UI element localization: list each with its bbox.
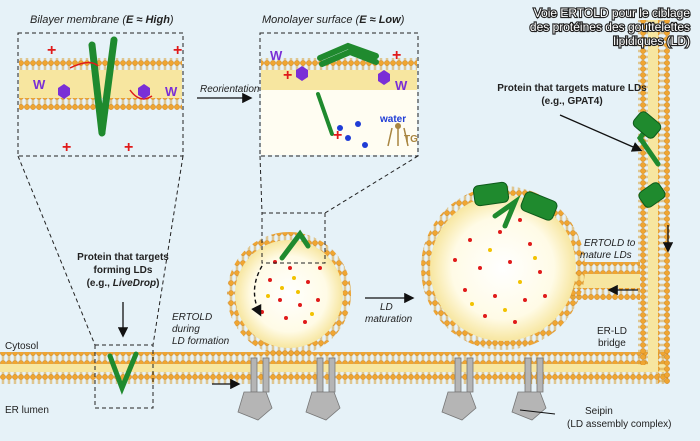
monolayer-inset xyxy=(261,42,417,155)
monolayer-title: Monolayer surface (E ≈ Low) xyxy=(262,14,405,26)
w-label-left: W xyxy=(33,77,46,92)
arrows xyxy=(117,92,674,390)
mature-protein-caption: Protein that targets mature LDs (e.g., G… xyxy=(497,83,647,107)
w-label-right: W xyxy=(165,84,178,99)
svg-text:Protein that targets: Protein that targets xyxy=(77,252,169,263)
svg-text:mature LDs: mature LDs xyxy=(580,250,632,261)
tg-label: TG xyxy=(404,134,418,145)
ertold-to-label: ERTOLD to mature LDs xyxy=(580,238,636,261)
svg-text:(LD assembly complex): (LD assembly complex) xyxy=(567,419,671,430)
seipin-complexes xyxy=(237,357,547,421)
svg-text:forming LDs: forming LDs xyxy=(94,265,153,276)
svg-text:during: during xyxy=(172,324,200,335)
svg-text:+: + xyxy=(173,42,182,59)
er-ld-bridge-label: ER-LD bridge xyxy=(597,326,627,349)
svg-text:LD formation: LD formation xyxy=(172,336,230,347)
svg-text:Voie ERTOLD pour le ciblage: Voie ERTOLD pour le ciblage xyxy=(534,6,691,20)
svg-text:Protein that targets mature LD: Protein that targets mature LDs xyxy=(497,83,647,94)
protein-in-er-membrane xyxy=(107,351,139,395)
zoom-boxes xyxy=(17,32,419,409)
forming-lipid-droplet xyxy=(227,232,351,356)
svg-text:+: + xyxy=(333,127,342,144)
svg-text:+: + xyxy=(392,47,401,64)
svg-text:ERTOLD to: ERTOLD to xyxy=(584,238,636,249)
title-overlay: Voie ERTOLD pour le ciblage des protéine… xyxy=(529,5,692,49)
svg-text:ER-LD: ER-LD xyxy=(597,326,627,337)
w-label-mono-right: W xyxy=(395,78,408,93)
protein-on-mature-ld xyxy=(492,195,521,229)
svg-text:+: + xyxy=(124,139,133,156)
forming-protein-caption: Protein that targets forming LDs (e.g., … xyxy=(77,252,169,289)
seipin-label: Seipin (LD assembly complex) xyxy=(519,406,671,430)
w-label-mono-left: W xyxy=(270,48,283,63)
svg-text:bridge: bridge xyxy=(598,338,626,349)
svg-text:des protéines des gouttelettes: des protéines des gouttelettes xyxy=(530,20,690,34)
svg-text:+: + xyxy=(62,139,71,156)
svg-text:(e.g., GPAT4): (e.g., GPAT4) xyxy=(541,96,602,107)
svg-text:maturation: maturation xyxy=(365,314,413,325)
svg-text:(e.g., LiveDrop): (e.g., LiveDrop) xyxy=(87,278,160,289)
cytosol-label: Cytosol xyxy=(5,341,38,352)
reorientation-label: Reorientation xyxy=(200,84,260,95)
bilayer-title: Bilayer membrane (E ≈ High) xyxy=(30,14,174,26)
charge-markers: + + + + + + + xyxy=(47,42,401,156)
water-label: water xyxy=(379,114,406,125)
svg-text:ERTOLD: ERTOLD xyxy=(172,312,212,323)
er-lumen-label: ER lumen xyxy=(5,405,49,416)
mature-lipid-droplet xyxy=(421,186,585,350)
svg-text:+: + xyxy=(283,67,292,84)
bilayer-inset xyxy=(19,36,182,137)
svg-text:lipidiques (LD): lipidiques (LD) xyxy=(613,34,690,48)
svg-text:+: + xyxy=(47,42,56,59)
ld-maturation-label: LD maturation xyxy=(365,302,413,325)
protein-blocks xyxy=(472,111,666,221)
svg-text:LD: LD xyxy=(380,302,393,313)
protein-on-forming-ld xyxy=(279,229,311,261)
svg-text:Seipin: Seipin xyxy=(585,406,613,417)
ertold-during-label: ERTOLD during LD formation xyxy=(172,312,230,347)
